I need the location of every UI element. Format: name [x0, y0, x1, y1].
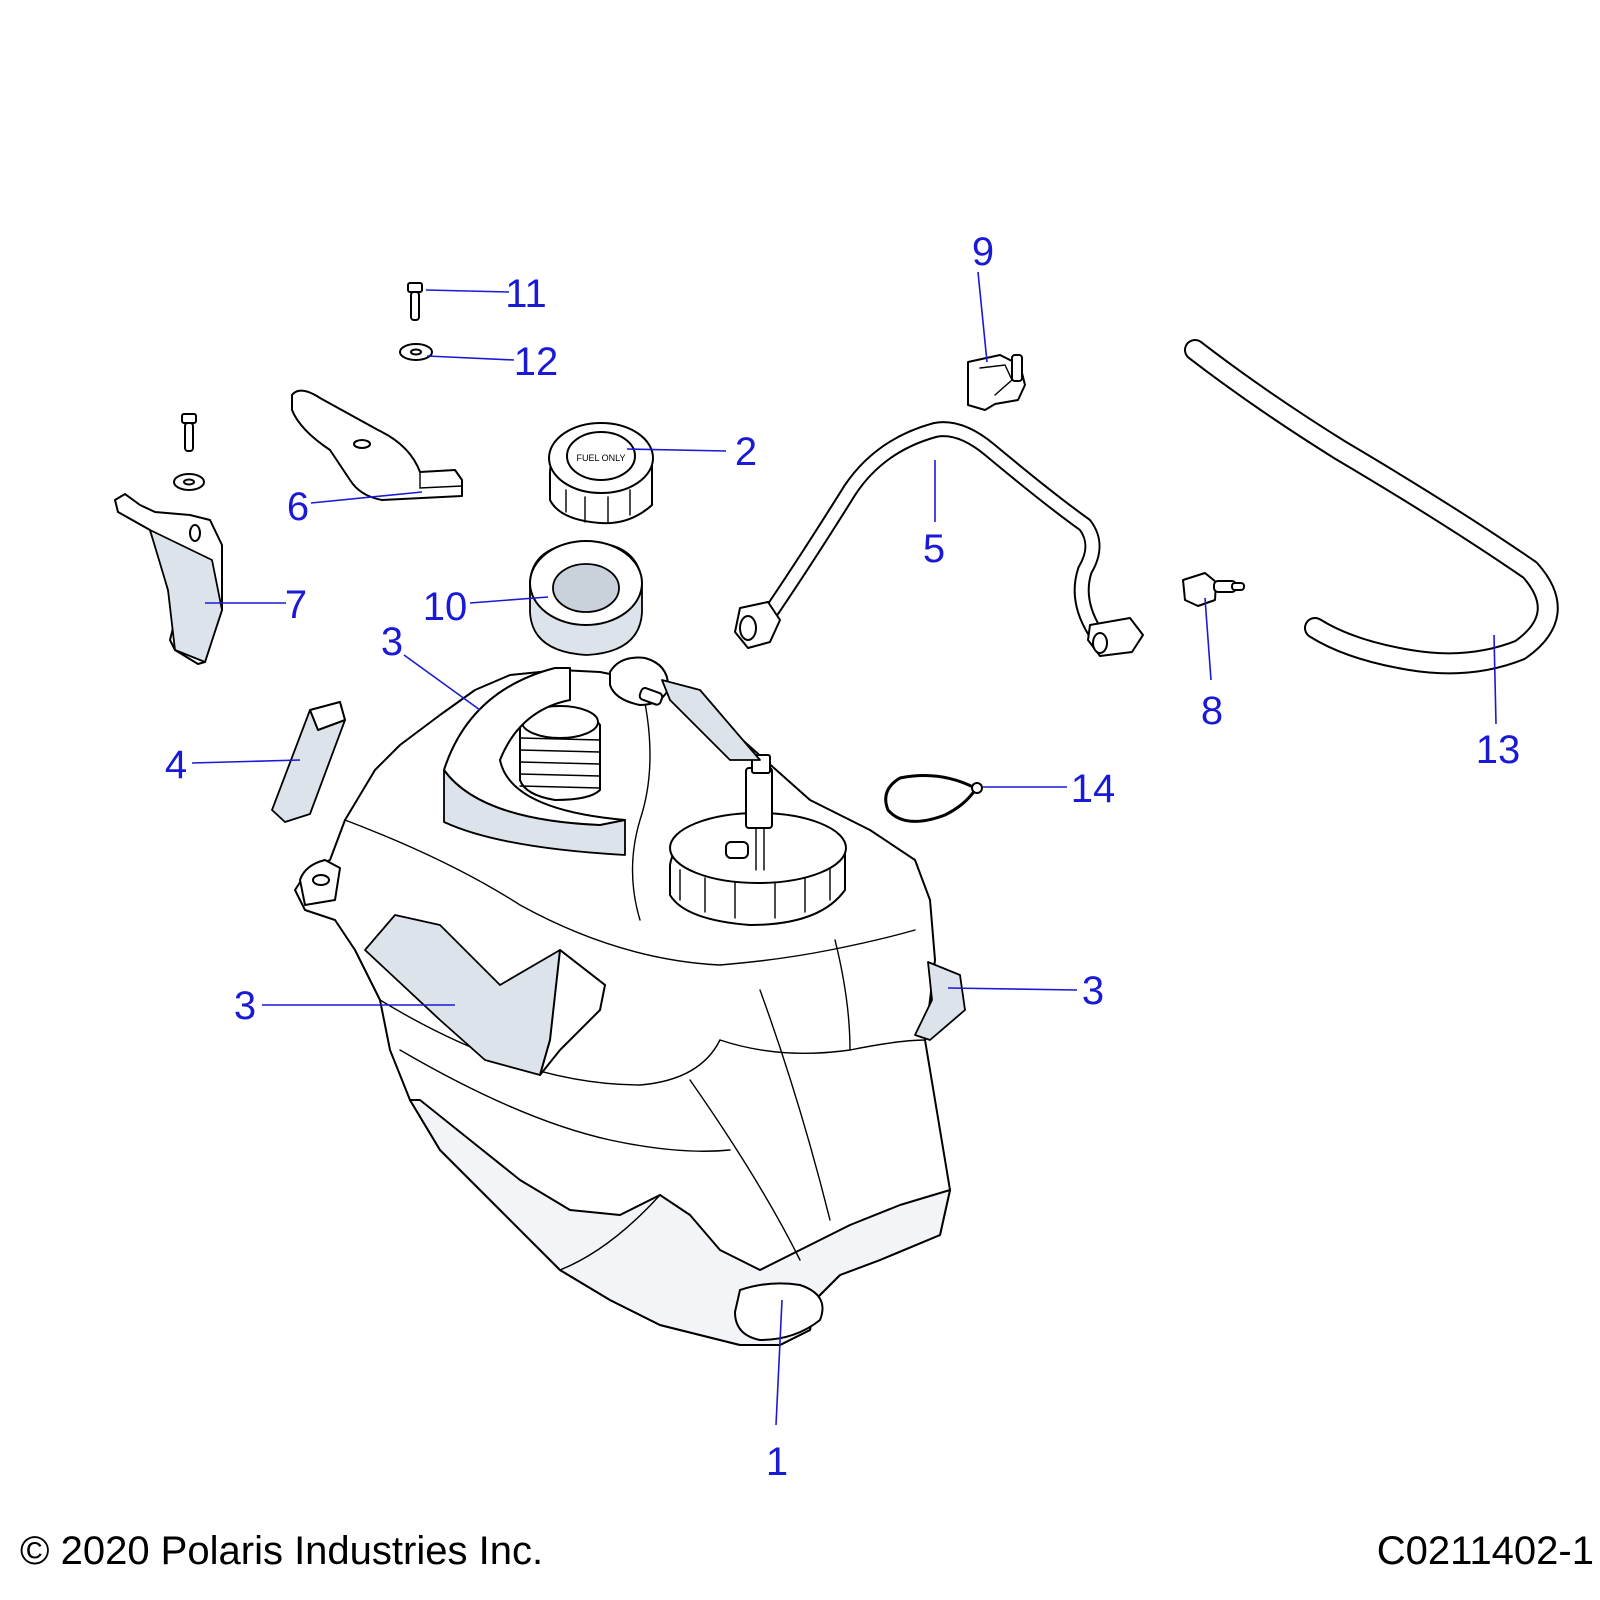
part-pad-3-left: [364, 914, 606, 1076]
callout-3-left: 3: [234, 984, 256, 1028]
part-fitting-8: [1182, 572, 1245, 607]
part-hose-13: [1184, 339, 1559, 675]
part-fuel-tank-1: [294, 656, 951, 1346]
copyright-notice: © 2020 Polaris Industries Inc.: [20, 1529, 544, 1573]
callout-1: 1: [766, 1440, 788, 1484]
callout-3-top: 3: [381, 620, 403, 664]
callout-4: 4: [165, 743, 187, 787]
callout-3-right: 3: [1082, 969, 1104, 1013]
part-vent-line-5: [734, 421, 1144, 657]
leader-lines: [191, 271, 1497, 1426]
part-pad-3-top: [443, 667, 626, 856]
figure-id: C0211402-1: [1376, 1529, 1594, 1573]
part-bracket-6: [291, 389, 463, 501]
callout-11: 11: [505, 272, 547, 316]
part-bolt-11: [407, 282, 423, 321]
callout-8: 8: [1201, 689, 1223, 733]
callout-9: 9: [972, 230, 994, 274]
part-clip-9: [967, 354, 1026, 411]
part-pad-3-right: [661, 679, 966, 1041]
bracket-bolt-and-washer: [173, 413, 205, 491]
callout-14: 14: [1071, 767, 1116, 811]
part-washer-12: [399, 343, 433, 361]
part-bracket-7: [114, 493, 223, 665]
callout-7: 7: [285, 583, 307, 627]
part-pad-4: [271, 701, 346, 823]
part-strap-14: [884, 774, 983, 823]
callout-6: 6: [287, 485, 309, 529]
callout-12: 12: [514, 340, 559, 384]
callout-2: 2: [735, 430, 757, 474]
svg-text:FUEL ONLY: FUEL ONLY: [576, 453, 625, 463]
callout-10: 10: [423, 585, 468, 629]
callout-labels: 1 2 3 3 3 4 5 6 7 8 9 10 11 12 13 14: [165, 230, 1520, 1484]
callout-5: 5: [923, 527, 945, 571]
part-gasket-ring-10: [529, 540, 643, 656]
part-fuel-cap-2: FUEL ONLY: [548, 422, 654, 525]
callout-13: 13: [1476, 728, 1521, 772]
